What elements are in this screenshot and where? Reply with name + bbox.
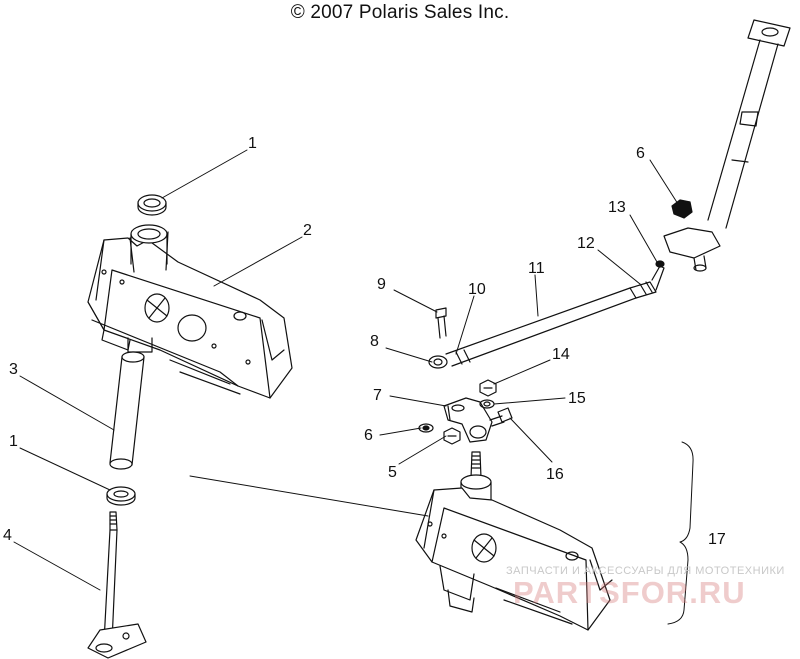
part-steering-post xyxy=(87,511,147,659)
leader-lines xyxy=(13,149,679,591)
callout-10: 10 xyxy=(468,281,486,298)
callout-14: 14 xyxy=(552,346,570,363)
callout-5: 5 xyxy=(388,464,397,481)
part-nut-upper xyxy=(671,199,693,219)
part-washer-15 xyxy=(479,399,495,409)
callout-6-upper: 6 xyxy=(636,145,645,162)
callout-1-lower: 1 xyxy=(9,433,18,450)
callout-8: 8 xyxy=(370,333,379,350)
callout-16: 16 xyxy=(546,466,564,483)
part-bolt-vertical xyxy=(435,307,447,339)
callout-6-lower: 6 xyxy=(364,427,373,444)
callout-2: 2 xyxy=(303,222,312,239)
callout-7: 7 xyxy=(373,387,382,404)
part-steering-support-upper xyxy=(87,224,293,399)
part-tie-rod xyxy=(445,260,665,367)
part-steering-column xyxy=(663,19,791,272)
callout-3: 3 xyxy=(9,361,18,378)
part-tie-rod-end xyxy=(428,355,448,369)
bracket-17 xyxy=(667,441,694,625)
callout-17: 17 xyxy=(708,531,726,548)
part-washer-lower xyxy=(106,486,136,506)
callout-9: 9 xyxy=(377,276,386,293)
part-nut-5 xyxy=(443,427,461,445)
copyright-notice: © 2007 Polaris Sales Inc. xyxy=(290,2,510,23)
watermark-brand: PARTSFOR.RU xyxy=(513,575,746,610)
part-pitman-arm xyxy=(443,397,493,443)
callout-15: 15 xyxy=(568,390,586,407)
part-bolt-16 xyxy=(489,407,513,427)
callout-13: 13 xyxy=(608,199,626,216)
callout-11: 11 xyxy=(528,260,545,277)
part-tube xyxy=(109,351,145,470)
callout-1-top: 1 xyxy=(248,135,257,152)
part-steering-assembly xyxy=(415,451,613,631)
part-washer-top xyxy=(137,194,167,216)
watermark-tagline: ЗАПЧАСТИ И АКСЕССУАРЫ ДЛЯ МОТОТЕХНИКИ xyxy=(506,565,785,577)
part-nut-14 xyxy=(479,379,497,397)
callout-4: 4 xyxy=(3,527,12,544)
callout-labels: 1 2 3 1 4 6 13 12 11 10 9 8 14 7 15 6 5 … xyxy=(3,135,726,548)
callout-12: 12 xyxy=(577,235,595,252)
